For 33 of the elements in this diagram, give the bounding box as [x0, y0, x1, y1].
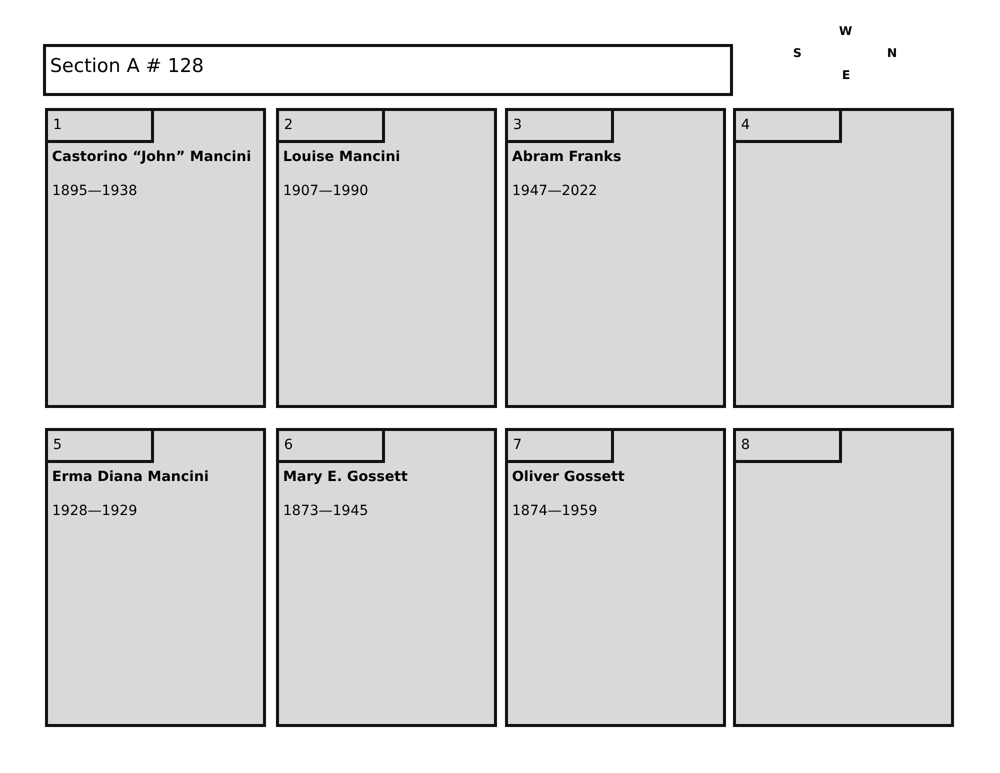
grave-plot [505, 108, 726, 408]
grave-plot [276, 428, 497, 727]
grave-plot [733, 428, 954, 727]
name-text: Erma Diana Mancini [52, 469, 209, 485]
dates-text: 1907—1990 [283, 183, 368, 199]
compass-letter: E [842, 68, 850, 82]
compass-letter: N [887, 46, 898, 60]
grave-plot [45, 428, 266, 727]
grave-plot [733, 108, 954, 408]
grave-plot [505, 428, 726, 727]
plot-number: 8 [736, 431, 842, 463]
grave-plot [276, 108, 497, 408]
section-heading: Section A # 128 [43, 44, 733, 96]
plot-number: 1 [48, 111, 154, 143]
dates-text: 1928—1929 [52, 503, 138, 519]
plot-number: 7 [508, 431, 614, 463]
dates-text: 1895—1938 [52, 183, 138, 199]
name-text: Oliver Gossett [512, 469, 625, 485]
name-text: Louise Mancini [283, 149, 400, 165]
dates-text: 1947—2022 [512, 183, 598, 199]
plot-number: 3 [508, 111, 614, 143]
compass-letter: W [839, 24, 852, 38]
plot-number: 6 [279, 431, 385, 463]
plot-number: 2 [279, 111, 385, 143]
plot-number: 4 [736, 111, 842, 143]
plot-number: 5 [48, 431, 154, 463]
compass-letter: S [793, 46, 802, 60]
dates-text: 1874—1959 [512, 503, 598, 519]
name-text: Mary E. Gossett [283, 469, 408, 485]
name-text: Castorino “John” Mancini [52, 149, 252, 165]
dates-text: 1873—1945 [283, 503, 368, 519]
grave-plot [45, 108, 266, 408]
name-text: Abram Franks [512, 149, 622, 165]
